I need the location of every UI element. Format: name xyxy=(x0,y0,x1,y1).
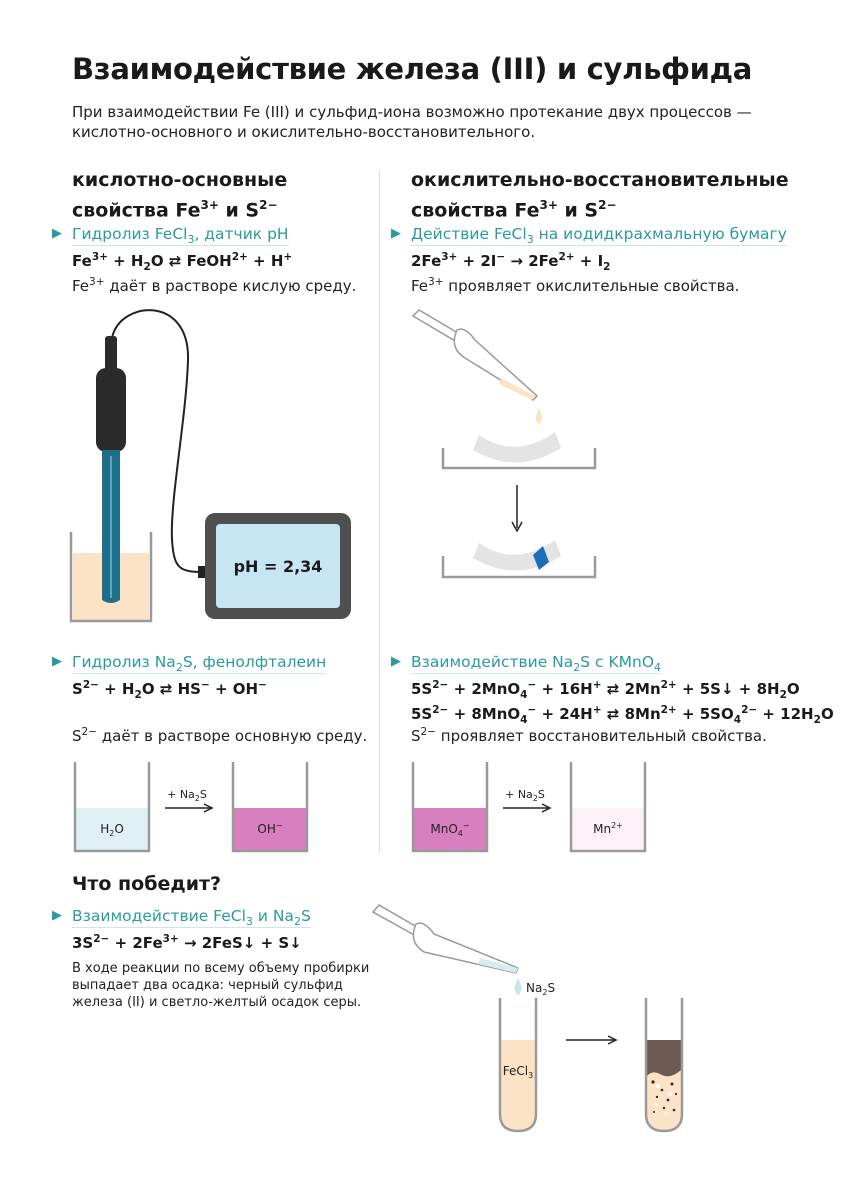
left-exp1-link[interactable]: ▶ Гидролиз FeCl3, датчик pH xyxy=(52,225,289,247)
right-exp1-note: Fe3+ проявляет окислительные свойства. xyxy=(411,276,740,295)
page-title: Взаимодействие железа (III) и сульфида xyxy=(72,52,753,86)
left-exp2-note: S2− даёт в растворе основную среду. xyxy=(72,726,368,745)
right-exp2-equation1: 5S2− + 2MnO4− + 16H+ ⇄ 2Mn2+ + 5S↓ + 8H2… xyxy=(411,679,800,701)
right-heading: окислительно-восстановительные свойства … xyxy=(411,169,789,222)
arrow-label: + Na2S xyxy=(505,788,545,803)
play-icon: ▶ xyxy=(52,654,62,669)
play-icon: ▶ xyxy=(52,908,62,923)
intro-text: При взаимодействии Fe (III) и сульфид-ио… xyxy=(72,103,752,141)
iodide-paper-illustration xyxy=(411,309,597,579)
ph-meter-illustration: pH = 2,34 xyxy=(69,309,351,623)
right-exp1-link[interactable]: ▶ Действие FeCl3 на иодидкрахмальную бум… xyxy=(391,225,787,247)
ph-meter-screen xyxy=(216,524,340,608)
blue-spot xyxy=(533,546,549,570)
drop xyxy=(514,978,522,995)
bottom-equation: 3S2− + 2Fe3+ → 2FeS↓ + S↓ xyxy=(72,933,302,952)
beaker-label-mno4: MnO4− xyxy=(430,821,469,838)
tube-label-fecl3: FeCl3 xyxy=(503,1064,533,1080)
left-heading: кислотно-основные свойства Fe3+ и S2− xyxy=(72,169,288,222)
beaker-label-h2o: H2O xyxy=(100,822,124,838)
probe-handle xyxy=(96,368,126,452)
right-exp2-equation2: 5S2− + 8MnO4− + 24H+ ⇄ 8Mn2+ + 5SO42− + … xyxy=(411,704,834,726)
right-exp2-link[interactable]: ▶ Взаимодействие Na2S с KMnO4 xyxy=(391,653,662,675)
drop xyxy=(536,408,542,424)
play-icon: ▶ xyxy=(391,654,401,669)
arrow-label: + Na2S xyxy=(167,788,207,803)
right-exp2-note: S2− проявляет восстановительный свойства… xyxy=(411,726,767,745)
test-tubes-illustration: Na2S FeCl3 xyxy=(371,904,684,1133)
left-exp2-link[interactable]: ▶ Гидролиз Na2S, фенолфталеин xyxy=(52,653,327,675)
ph-readout: pH = 2,34 xyxy=(234,557,323,576)
left-beakers: H2O + Na2S OH− xyxy=(73,762,309,853)
bottom-heading: Что победит? xyxy=(72,873,222,895)
right-beakers: MnO4− + Na2S Mn2+ xyxy=(411,762,647,853)
bottom-link[interactable]: ▶ Взаимодействие FeCl3 и Na2S xyxy=(52,907,311,929)
right-exp1-equation: 2Fe3+ + 2I− → 2Fe2+ + I2 xyxy=(411,251,611,273)
left-exp1-note: Fe3+ даёт в растворе кислую среду. xyxy=(72,276,357,295)
beaker-label-oh: OH− xyxy=(257,821,282,836)
left-exp1-equation: Fe3+ + H2O ⇄ FeOH2+ + H+ xyxy=(72,251,293,273)
drop-label: Na2S xyxy=(526,981,555,997)
play-icon: ▶ xyxy=(52,226,62,241)
play-icon: ▶ xyxy=(391,226,401,241)
left-exp2-equation: S2− + H2O ⇄ HS− + OH− xyxy=(72,679,267,701)
beaker-label-mn: Mn2+ xyxy=(593,821,623,836)
precipitate xyxy=(651,1080,678,1113)
column-divider xyxy=(379,170,380,852)
bottom-note: В ходе реакции по всему объему пробирки … xyxy=(72,961,370,1010)
